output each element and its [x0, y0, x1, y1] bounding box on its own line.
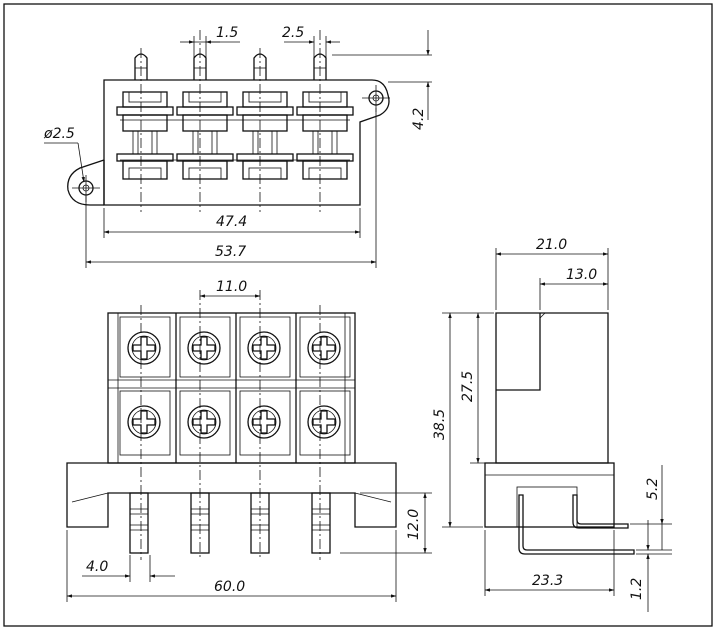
dim-upper-height: 27.5: [460, 371, 476, 402]
dim-base-depth: 23.3: [532, 573, 563, 589]
dim-pin-spacing: 2.5: [282, 25, 304, 41]
top-view: 1.5 2.5 4.2 ø2.5 47.4 53.7: [43, 25, 432, 268]
dim-ear-offset: 4.2: [411, 108, 427, 130]
dim-depth: 21.0: [536, 237, 567, 253]
dim-pin-offset-front: 4.0: [86, 559, 108, 575]
top-view-terminals: [116, 91, 354, 180]
dim-pin-offset-side: 5.2: [645, 478, 661, 500]
side-view-body: [495, 312, 609, 464]
front-view-pins: [129, 492, 331, 554]
dim-overall-width: 53.7: [215, 244, 246, 260]
top-view-left-ear: [67, 159, 105, 206]
side-view-pin-lower: [518, 494, 635, 555]
dim-pin-length: 12.0: [406, 509, 422, 540]
dim-pitch: 11.0: [216, 279, 247, 295]
front-view-screws: [127, 331, 341, 439]
front-view-base: [66, 462, 397, 528]
dim-inner-width: 47.4: [216, 214, 247, 230]
dim-pin-width: 1.5: [216, 25, 238, 41]
dim-base-width: 60.0: [214, 579, 245, 595]
side-view-pin-upper: [572, 494, 629, 529]
dim-upper-depth: 13.0: [566, 267, 597, 283]
side-view-base: [484, 462, 615, 528]
top-view-body: [103, 79, 390, 206]
top-view-pins: [134, 53, 327, 81]
drawing-border: [3, 3, 713, 627]
dim-pin-thickness: 1.2: [629, 578, 645, 600]
dim-hole-diameter: ø2.5: [43, 126, 75, 142]
dim-height: 38.5: [432, 409, 448, 440]
side-view: 21.0 13.0 38.5 27.5 5.2 1.2 23.3: [432, 237, 672, 612]
front-view: 11.0 4.0 60.0 12.0: [66, 279, 432, 602]
